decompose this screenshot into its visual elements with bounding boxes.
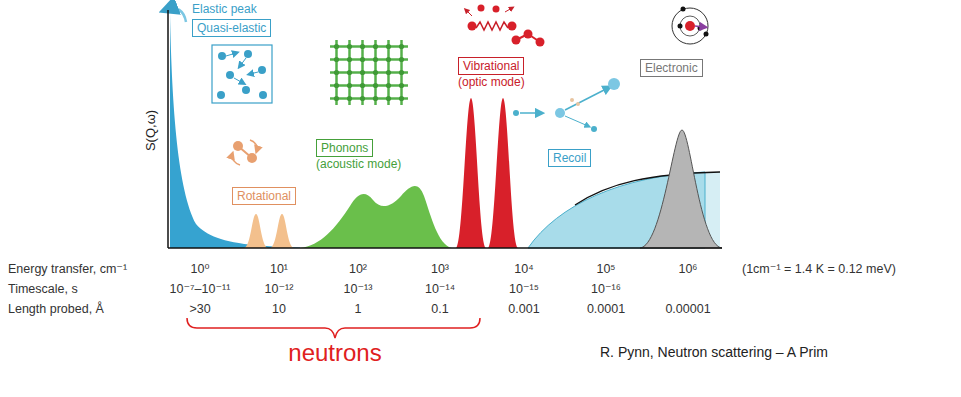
timescale-value: 10⁻¹³ — [344, 282, 373, 296]
mode-note: (optic mode) — [458, 75, 525, 89]
timescale-value: 10⁻¹⁵ — [509, 282, 539, 296]
length-value: 0.1 — [431, 302, 448, 316]
elastic-peak — [170, 14, 300, 248]
energy-value: 10⁵ — [596, 262, 615, 276]
energy-value: 10³ — [431, 262, 449, 276]
energy-value: 10⁴ — [514, 262, 533, 276]
unit-note: (1cm⁻¹ = 1.4 K = 0.12 meV) — [742, 262, 896, 276]
recoil-icon — [513, 78, 620, 132]
mode-name: Vibrational — [458, 57, 524, 75]
rotational-peak — [244, 214, 268, 248]
timescale-value: 10⁻¹² — [265, 282, 294, 296]
range-bracket — [187, 318, 480, 338]
timescale-value: 10⁻¹⁶ — [591, 282, 621, 296]
y-axis — [167, 10, 169, 248]
row-label: Length probed, Å — [8, 302, 104, 316]
length-value: 10 — [272, 302, 286, 316]
energy-value: 10¹ — [270, 262, 288, 276]
length-value: 0.001 — [508, 302, 539, 316]
mode-note: (acoustic mode) — [316, 157, 401, 171]
timescale-value: 10⁻¹⁴ — [425, 282, 455, 296]
length-value: 0.00001 — [665, 302, 710, 316]
molecule-icon — [466, 5, 545, 47]
energy-value: 10⁰ — [191, 262, 210, 276]
citation: R. Pynn, Neutron scattering – A Prim — [600, 344, 828, 360]
axis-title: S(Q,ω) — [145, 109, 160, 150]
mode-box: Phonons(acoustic mode) — [316, 138, 401, 171]
length-value: 1 — [355, 302, 362, 316]
lattice-icon — [330, 40, 408, 105]
mode-box: Recoil — [548, 148, 591, 167]
diffusion-icon — [212, 45, 272, 103]
vibrational-peak — [456, 98, 486, 248]
mode-box: Rotational — [232, 186, 296, 205]
length-value: >30 — [189, 302, 210, 316]
electronic-peak — [640, 130, 722, 248]
mode-box: Elastic peakQuasi-elastic — [192, 2, 271, 37]
rotor-icon — [232, 140, 257, 165]
vibrational-peak — [488, 98, 518, 248]
mode-name: Phonons — [316, 139, 373, 157]
mode-box: Vibrational(optic mode) — [458, 56, 525, 89]
mode-name: Rotational — [232, 187, 296, 205]
energy-value: 10² — [349, 262, 367, 276]
rotational-peak — [270, 214, 294, 248]
length-value: 0.0001 — [587, 302, 625, 316]
atom-icon — [672, 7, 709, 45]
elastic-arrow — [168, 8, 186, 22]
range-label: neutrons — [288, 339, 381, 367]
x-axis — [168, 247, 722, 249]
mode-name: Recoil — [548, 149, 591, 167]
phonon-band — [300, 186, 452, 248]
row-label: Timescale, s — [8, 282, 78, 296]
timescale-value: 10⁻⁷–10⁻¹¹ — [170, 282, 231, 296]
mode-name: Quasi-elastic — [192, 19, 271, 37]
mode-name: Electronic — [640, 59, 703, 77]
mode-note: Elastic peak — [192, 2, 271, 16]
energy-value: 10⁶ — [678, 262, 697, 276]
row-label: Energy transfer, cm⁻¹ — [8, 262, 127, 276]
mode-box: Electronic — [640, 58, 703, 77]
